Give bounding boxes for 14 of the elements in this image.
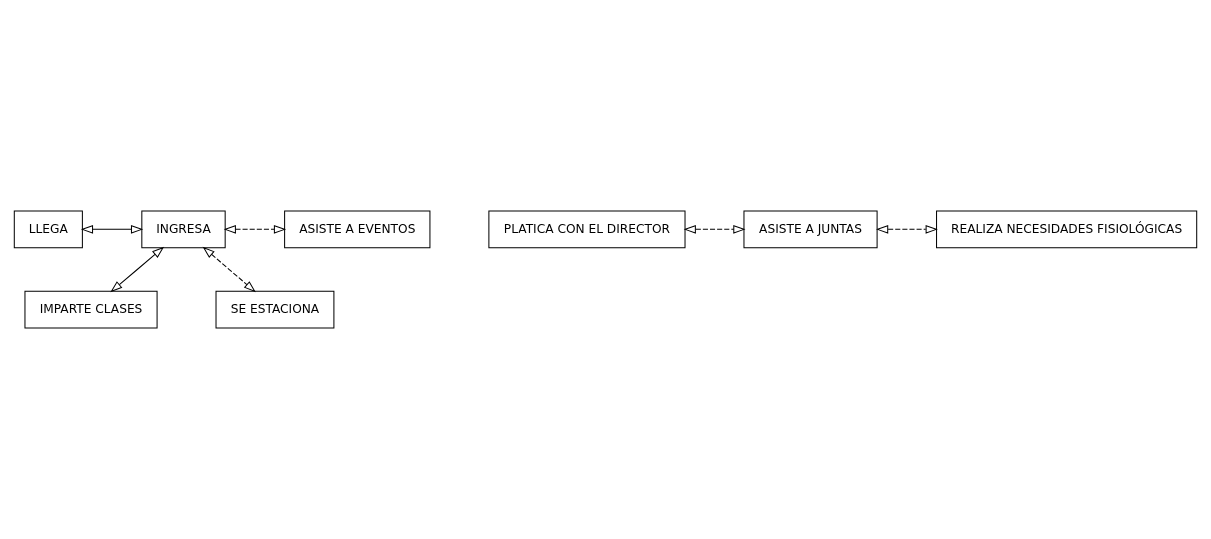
arrow — [202, 246, 256, 293]
node-box: INGRESA — [141, 210, 226, 249]
node-box: LLEGA — [13, 210, 83, 249]
arrow — [80, 225, 144, 234]
node-box: ASISTE A EVENTOS — [284, 210, 431, 249]
arrow — [110, 246, 165, 293]
arrow — [876, 225, 938, 234]
node-box: ASISTE A JUNTAS — [743, 210, 878, 249]
node-box: SE ESTACIONA — [215, 290, 335, 329]
arrow — [223, 225, 287, 234]
node-box: PLATICA CON EL DIRECTOR — [488, 210, 686, 249]
arrow — [683, 225, 746, 234]
node-box: REALIZA NECESIDADES FISIOLÓGICAS — [936, 210, 1198, 249]
node-box: IMPARTE CLASES — [24, 290, 158, 329]
